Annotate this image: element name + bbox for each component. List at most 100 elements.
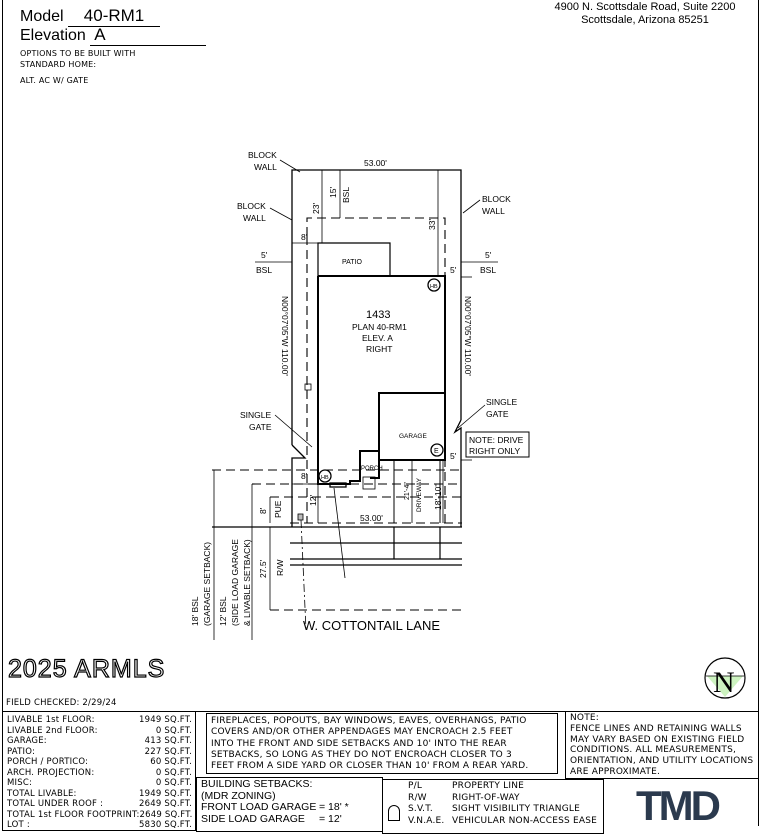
elevation-label: Elevation: [20, 27, 86, 44]
area-label: LIVABLE 1st FLOOR:: [7, 715, 95, 725]
address-line-2: Scottsdale, Arizona 85251: [581, 14, 709, 26]
watermark: 2025 ARMLS: [7, 654, 166, 683]
plan-name: PLAN 40-RM1: [352, 322, 407, 332]
legend-abbr: V.N.A.E.: [408, 815, 445, 826]
area-row: TOTAL 1st FLOOR FOOTPRINT:2649 SQ.FT.: [7, 810, 192, 821]
tmd-logo: TMD: [636, 782, 721, 829]
area-value: 2649 SQ.FT.: [139, 799, 192, 809]
area-value: 413 SQ.FT.: [144, 736, 192, 746]
note-line: ORIENTATION, AND UTILITY LOCATIONS: [570, 756, 754, 767]
front-load-label: FRONT LOAD GARAGE: [201, 801, 317, 814]
field-checked: FIELD CHECKED: 2/29/24: [6, 698, 117, 708]
single-gate-label: SINGLE: [240, 410, 272, 420]
site-plan: BLOCK WALL BLOCK WALL BLOCK WALL 53.00' …: [190, 150, 746, 699]
dim-27-5: 27.5': [258, 559, 268, 578]
note-drive: RIGHT ONLY: [469, 446, 520, 456]
garage-setback: (GARAGE SETBACK): [202, 542, 212, 626]
hb-label: HB: [430, 284, 438, 290]
block-wall-label: BLOCK: [482, 194, 511, 204]
dim-18-10: 18'-10": [433, 484, 443, 510]
note-line: NOTE:: [570, 713, 600, 723]
note-line: FIREPLACES, POPOUTS, BAY WINDOWS, EAVES,…: [211, 716, 527, 726]
area-value: 1949 SQ.FT.: [139, 715, 192, 725]
area-row: LIVABLE 1st FLOOR: 1949 SQ.FT.: [7, 715, 192, 726]
legend-abbr: P/L: [408, 781, 423, 791]
area-label: GARAGE:: [7, 736, 47, 746]
e-label: E: [434, 448, 439, 455]
options-title-2: STANDARD HOME:: [20, 59, 97, 69]
area-label: ARCH. PROJECTION:: [7, 767, 95, 778]
note-line: COVERS AND/OR OTHER APPENDAGES MAY ENCRO…: [211, 727, 513, 738]
front-load-value: = 18' *: [319, 801, 349, 814]
divider: [2, 711, 759, 712]
bearing-right: N00°07'05"W 110.00': [463, 296, 473, 376]
area-value: 0 SQ.FT.: [155, 778, 192, 788]
option-item: ALT. AC W/ GATE: [20, 76, 89, 85]
area-value: 0 SQ.FT.: [155, 767, 192, 778]
north-letter: N: [713, 666, 735, 699]
patio-label: PATIO: [342, 259, 363, 266]
side-setback-bsl: BSL: [480, 265, 496, 275]
page-border-right: [758, 0, 759, 826]
note-line: INTO THE FRONT AND SIDE SETBACKS AND 10'…: [211, 738, 507, 749]
rw-label: R/W: [275, 559, 285, 576]
dim-8: 8': [301, 232, 308, 242]
legend-meaning: PROPERTY LINE: [452, 781, 525, 791]
garage-setback: 18' BSL: [190, 596, 200, 626]
side-setback-dim: 5': [261, 250, 268, 260]
dim-12: 12': [308, 495, 318, 506]
north-arrow-icon: [704, 657, 746, 699]
rear-width-dim: 53.00': [364, 158, 387, 168]
model-line: Model 40-RM1: [20, 6, 161, 27]
model-value: 40-RM1: [68, 6, 161, 27]
orientation-text: RIGHT: [366, 344, 392, 354]
dim-15: 15': [328, 187, 338, 198]
hose-bib-icon: [427, 278, 441, 292]
legend-meaning: RIGHT-OF-WAY: [452, 792, 520, 803]
front-width-dim: 53.00': [360, 513, 383, 523]
dim-33: 33': [427, 219, 437, 230]
electric-meter-icon: [430, 443, 444, 457]
area-value: 2649 SQ.FT.: [139, 809, 193, 820]
options-title-1: OPTIONS TO BE BUILT WITH: [20, 49, 136, 58]
elevation-value: A: [90, 25, 207, 46]
side-setback-bsl: BSL: [256, 265, 272, 275]
lot-line-right-gate: [453, 419, 462, 527]
note-line: SETBACKS, SO LONG AS THEY DO NOT ENCROAC…: [211, 749, 512, 760]
field-note: NOTE: FENCE LINES AND RETAINING WALLS MA…: [565, 711, 759, 779]
area-value: 5830 SQ.FT.: [139, 820, 192, 830]
dim-5: 5': [450, 451, 457, 461]
area-row: TOTAL UNDER ROOF : 2649 SQ.FT.: [7, 799, 192, 810]
note-line: FEET FROM A SIDE YARD OR CLOSER THAN 10'…: [211, 761, 529, 772]
area-row: TOTAL LIVABLE:1949 SQ.FT.: [7, 789, 192, 800]
area-table: LIVABLE 1st FLOOR:1949 SQ.FT.LIVABLE 2nd…: [2, 711, 196, 831]
single-gate-label: SINGLE: [486, 397, 518, 407]
utility-box-icon: [297, 513, 304, 521]
side-setback: (SIDE LOAD GARAGE: [230, 539, 240, 626]
lot-number: 1433: [366, 309, 390, 321]
street-lines: [290, 527, 462, 566]
porch-label: PORCH: [361, 466, 383, 472]
area-value: 0 SQ.FT.: [155, 725, 192, 736]
stoop: [329, 482, 347, 488]
area-label: TOTAL 1st FLOOR FOOTPRINT:: [7, 809, 140, 820]
legend-abbr: R/W: [408, 792, 427, 803]
legend-meaning: SIGHT VISIBILITY TRIANGLE: [452, 804, 580, 814]
area-label: PATIO:: [7, 746, 36, 757]
area-row: ARCH. PROJECTION: 0 SQ.FT.: [7, 768, 192, 779]
elevation-text: ELEV. A: [362, 333, 393, 343]
area-label: LOT :: [7, 820, 30, 830]
legend-symbol-icon: [388, 805, 400, 821]
area-value: 227 SQ.FT.: [144, 746, 192, 757]
area-label: TOTAL UNDER ROOF :: [7, 799, 104, 809]
area-row: GARAGE: 413 SQ.FT.: [7, 736, 192, 747]
side-load-label: SIDE LOAD GARAGE: [201, 813, 305, 826]
dim-23: 23': [311, 203, 321, 214]
pue-label: PUE: [273, 500, 283, 518]
lot-line: [291, 169, 462, 445]
dim-8-front: 8': [301, 471, 308, 481]
note-line: MAY VARY BASED ON EXISTING FIELD: [570, 734, 745, 745]
setback-lines: [212, 217, 462, 611]
house-footprint: [317, 242, 446, 485]
note-drive: NOTE: DRIVE: [469, 435, 524, 445]
